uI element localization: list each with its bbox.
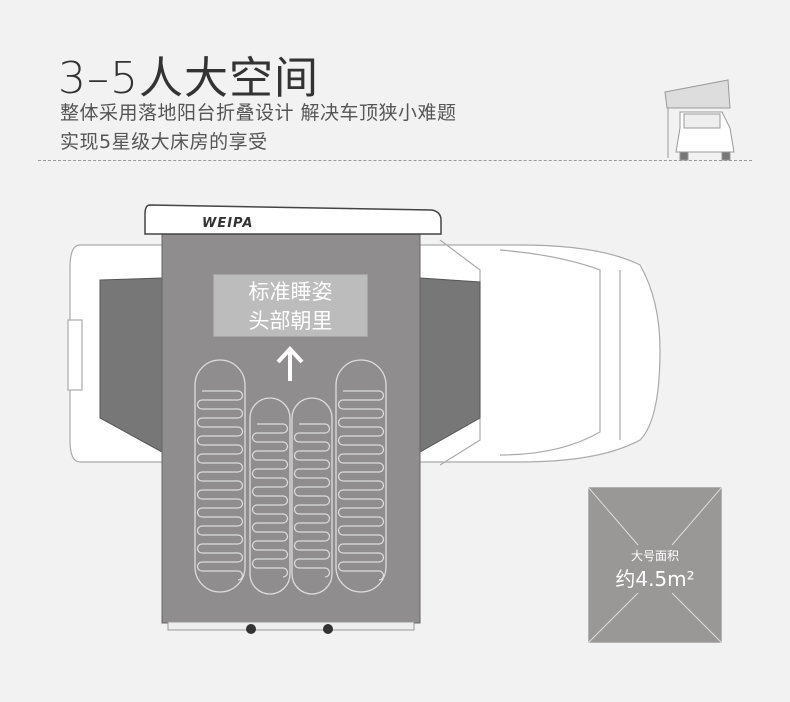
tent-case xyxy=(144,204,442,235)
car-with-tent-icon xyxy=(664,79,735,161)
subtitle-line-1: 整体采用落地阳台折叠设计 解决车顶狭小难题 xyxy=(60,102,457,124)
label-line-2: 头部朝里 xyxy=(248,309,333,333)
area-value: 约4.5m² xyxy=(615,567,695,591)
wheel xyxy=(246,624,256,634)
sleeping-bag xyxy=(335,359,387,593)
sleeping-bag xyxy=(194,359,246,593)
sleeping-bag-pattern xyxy=(293,423,331,578)
area-badge: 大号面积 约4.5m² xyxy=(588,487,722,643)
sleeping-bag-pattern xyxy=(196,390,244,581)
area-square xyxy=(588,487,722,643)
label-line-1: 标准睡姿 xyxy=(248,280,333,304)
page-title: 3–5人大空间 xyxy=(58,53,319,104)
wheel xyxy=(323,624,333,634)
subtitle-line-2: 实现5星级大床房的享受 xyxy=(60,131,268,153)
sleeping-bag-pattern xyxy=(251,423,289,578)
sleep-direction-label: 标准睡姿 头部朝里 xyxy=(213,274,368,337)
sleeping-bag-pattern xyxy=(337,390,385,581)
divider xyxy=(38,160,752,161)
tent-bottom-bar xyxy=(167,621,415,631)
arrow-up-icon xyxy=(276,346,304,381)
brand-logo: WEIPA xyxy=(202,216,254,231)
area-label: 大号面积 xyxy=(630,549,679,563)
